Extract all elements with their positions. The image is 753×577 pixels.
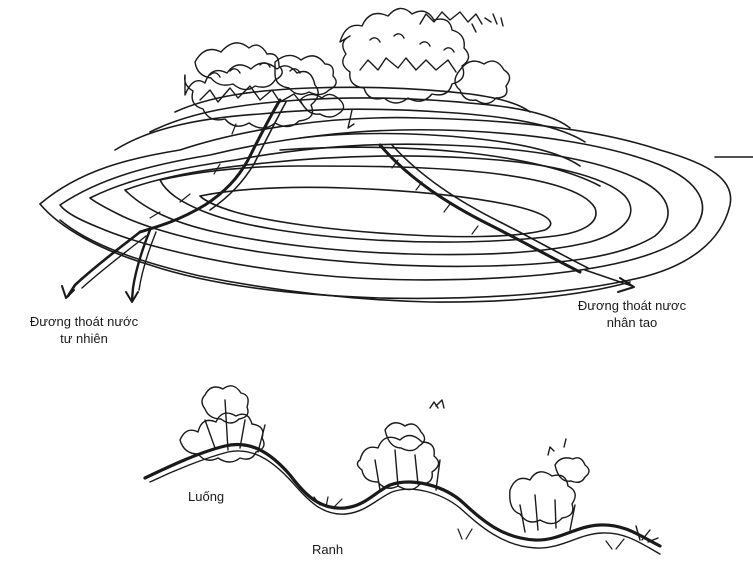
natural-drainage-label-line2: tư nhiên bbox=[4, 330, 164, 347]
ridge-plants bbox=[180, 386, 658, 542]
artificial-drainage-label-line1: Đương thoát nươc bbox=[572, 297, 692, 314]
furrow-label: Ranh bbox=[312, 541, 372, 558]
artificial-drainage-label: Đương thoát nươc nhân tao bbox=[572, 297, 692, 331]
terrace-line bbox=[150, 98, 570, 132]
terrace-contours bbox=[40, 87, 753, 302]
terrace-line bbox=[60, 130, 702, 280]
terrace-line bbox=[90, 144, 668, 266]
natural-drainage-label-line1: Đương thoát nước bbox=[4, 313, 164, 330]
ridge-label: Luống bbox=[188, 488, 248, 505]
terrace-line bbox=[160, 166, 596, 242]
natural-drainage-label: Đương thoát nước tư nhiên bbox=[4, 313, 164, 347]
artificial-drainage-label-line2: nhân tao bbox=[572, 314, 692, 331]
